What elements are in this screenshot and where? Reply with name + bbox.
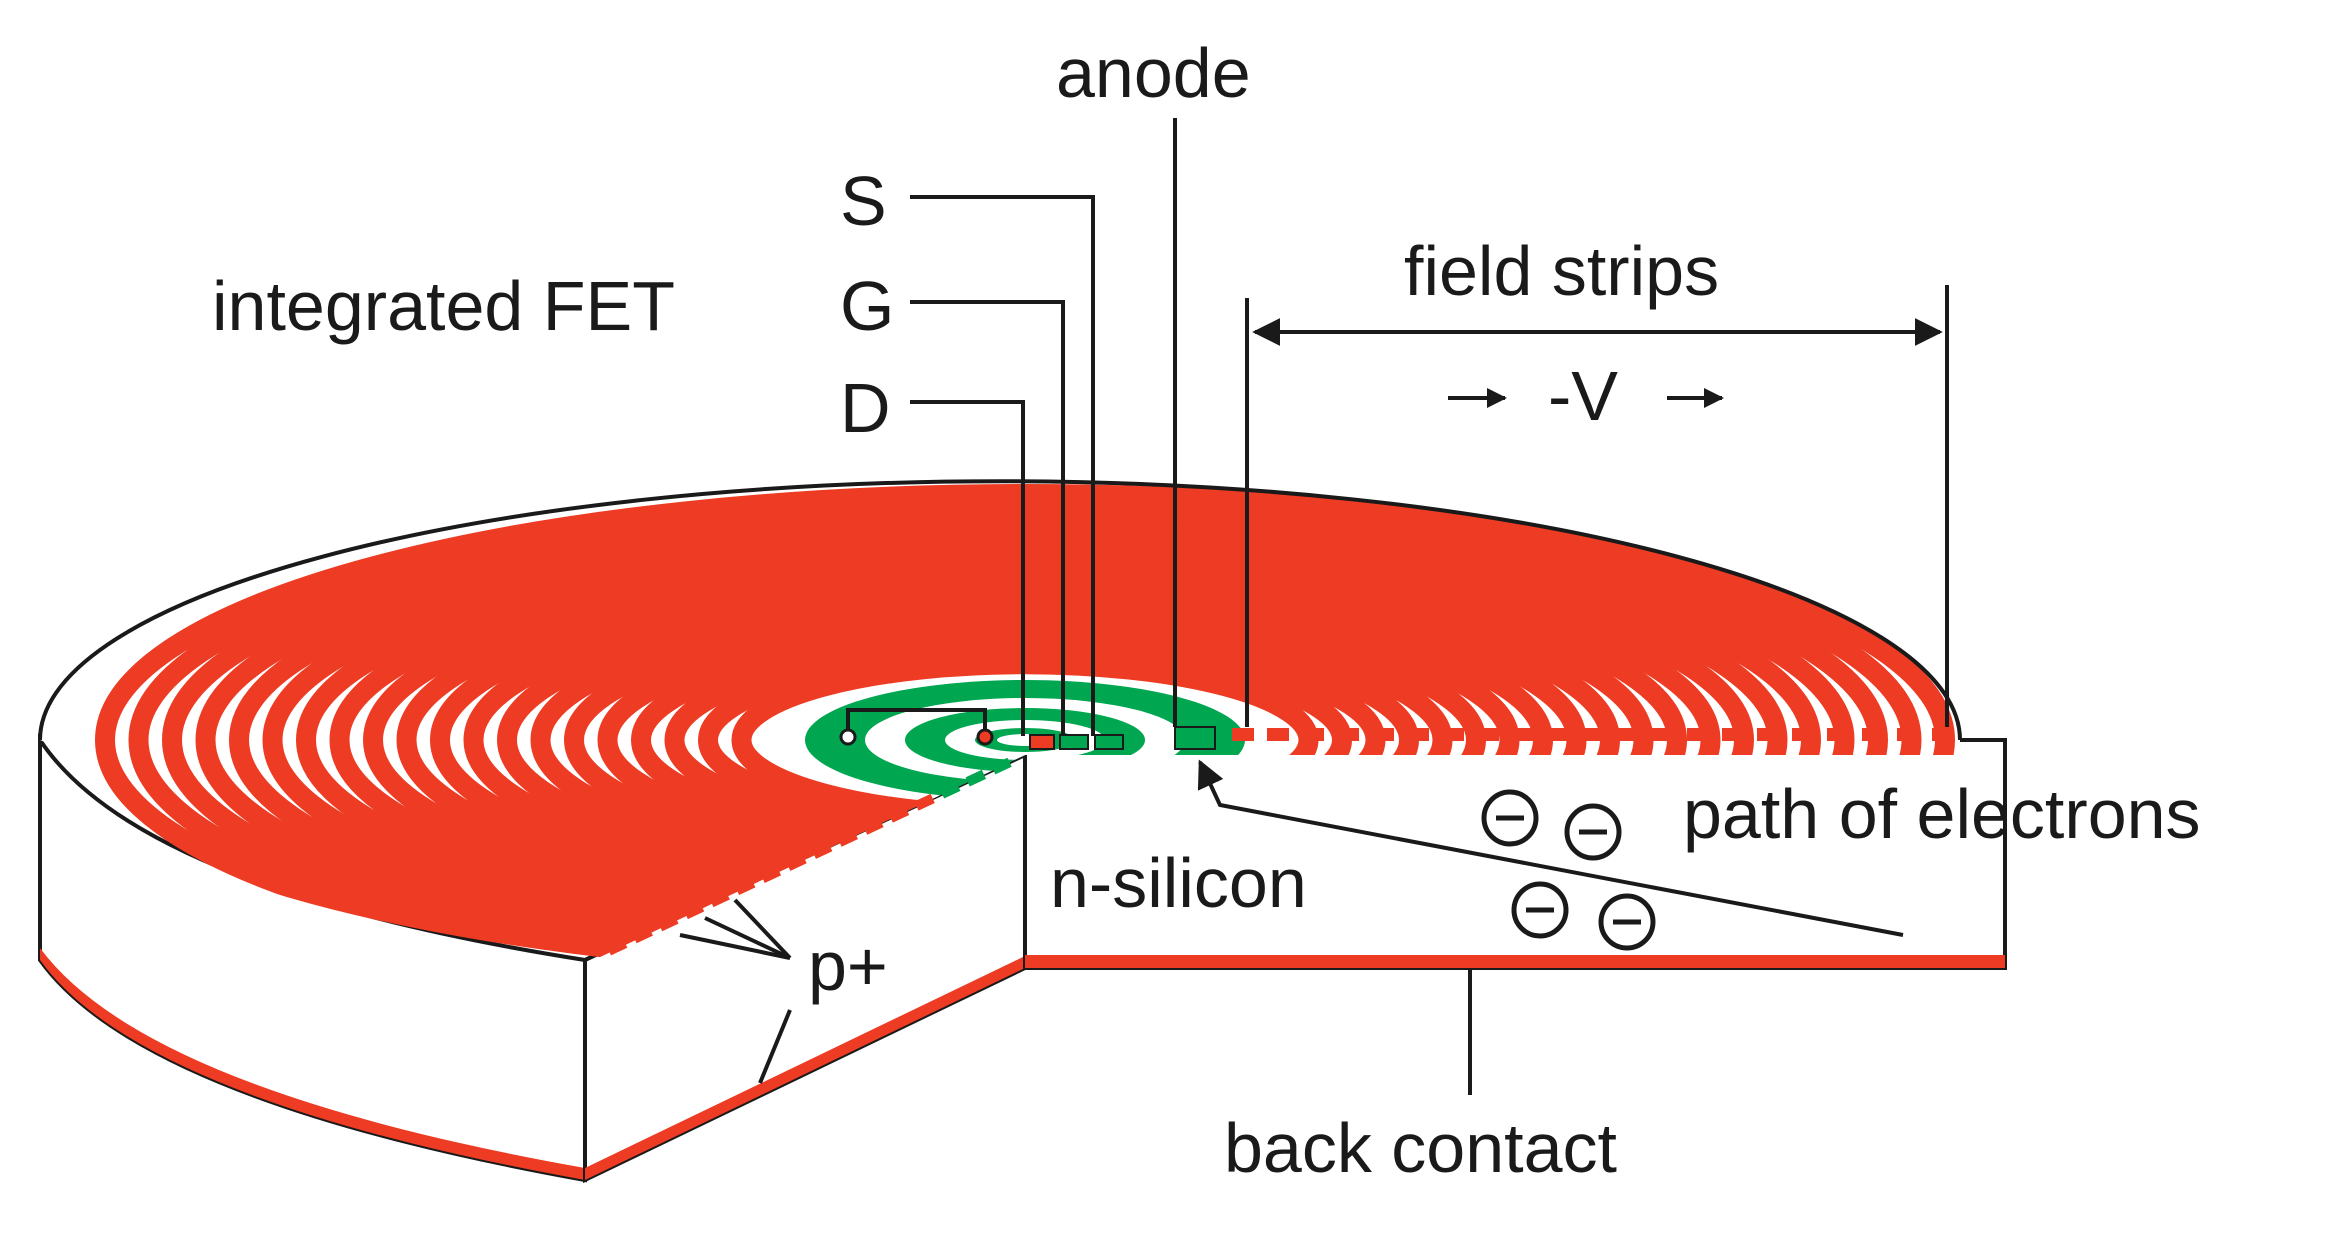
cut-edge-strip — [1722, 728, 1744, 741]
p-plus-leader-4 — [758, 1009, 792, 1084]
cut-edge-strip — [1302, 728, 1324, 741]
fet-terminal-left — [839, 728, 857, 746]
cut-edge-strip — [632, 926, 653, 944]
drain-leader — [910, 400, 1025, 736]
cut-edge-strip — [1512, 728, 1534, 741]
cut-face-right — [1023, 738, 2007, 970]
cut-edge-strip — [1372, 728, 1394, 741]
cut-edge-strip — [1862, 728, 1884, 741]
p-plus-leader-1 — [679, 933, 791, 960]
electron-icon — [1598, 893, 1656, 951]
fet-terminal-right — [976, 728, 994, 746]
label-path-of-electrons: path of electrons — [1683, 775, 2201, 853]
cut-edge-strip — [991, 757, 1012, 775]
cut-edge-strip — [1477, 728, 1499, 741]
cut-edge-strip — [1442, 728, 1464, 741]
label-source: S — [840, 162, 887, 240]
cut-edge-strip — [1232, 728, 1254, 741]
cut-face-left-back-layer — [585, 956, 1025, 1180]
electrons — [1481, 789, 1656, 951]
cut-edge-strip — [1267, 728, 1289, 741]
label-anode: anode — [1056, 34, 1251, 112]
p-plus-leader-2 — [704, 916, 791, 960]
cut-edge-strip — [683, 902, 705, 920]
label-field-strips: field strips — [1404, 232, 1719, 310]
cut-edge-strip — [888, 805, 910, 823]
cut-edge-strip — [965, 769, 987, 787]
label-n-silicon: n-silicon — [1050, 844, 1307, 922]
cut-edge-strip — [760, 866, 782, 883]
anode-contact — [1174, 726, 1216, 750]
label-p-plus: p+ — [808, 927, 888, 1005]
cut-edge-strip — [939, 781, 961, 799]
fet-bridge-wire — [846, 708, 987, 735]
fet-contact-3 — [1029, 734, 1055, 750]
label-integrated-fet: integrated FET — [212, 267, 675, 345]
cut-edge-strip — [863, 818, 884, 835]
electron-icon — [1511, 881, 1569, 939]
cut-edge-strips-left — [606, 757, 1012, 956]
back-contact-layer — [1025, 955, 2005, 968]
fet-contact-1 — [1059, 734, 1089, 750]
label-voltage: -V — [1548, 357, 1618, 435]
cut-edge-strip — [837, 830, 858, 847]
cut-edge-strip — [786, 854, 807, 871]
cut-edge-strip — [1792, 728, 1814, 741]
cut-edge-strip — [1757, 728, 1779, 741]
electron-icon — [1564, 803, 1622, 861]
top-outline — [38, 479, 1962, 741]
cut-edge-strip — [1827, 728, 1849, 741]
cut-edge-strip — [811, 842, 833, 859]
cut-edge-strip — [734, 878, 756, 896]
cut-edge-strip — [914, 793, 935, 811]
cut-edge-strip — [1897, 728, 1919, 741]
fet-contact-2 — [1094, 734, 1124, 750]
cut-edge-strip — [709, 890, 730, 908]
cut-edge-strip — [1617, 728, 1639, 741]
p-plus-leader-3 — [733, 898, 792, 960]
source-leader — [910, 195, 1095, 736]
cut-edge-strip — [1337, 728, 1359, 741]
label-gate: G — [840, 267, 894, 345]
label-back-contact: back contact — [1224, 1109, 1617, 1187]
label-drain: D — [840, 369, 891, 447]
cut-edge-strip — [606, 938, 628, 956]
gate-leader — [910, 300, 1065, 736]
cut-edge-strips-right — [1232, 728, 1954, 741]
cut-edge-strip — [1932, 728, 1954, 741]
electron-path-arrow — [1197, 759, 1904, 937]
cut-edge-strip — [1407, 728, 1429, 741]
cut-edge-strip — [658, 914, 679, 932]
cut-edge-strip — [1582, 728, 1604, 741]
cut-edge-strip — [1687, 728, 1709, 741]
cut-edge-strip — [1652, 728, 1674, 741]
cut-edge-strip — [1547, 728, 1569, 741]
electron-icon — [1481, 789, 1539, 847]
